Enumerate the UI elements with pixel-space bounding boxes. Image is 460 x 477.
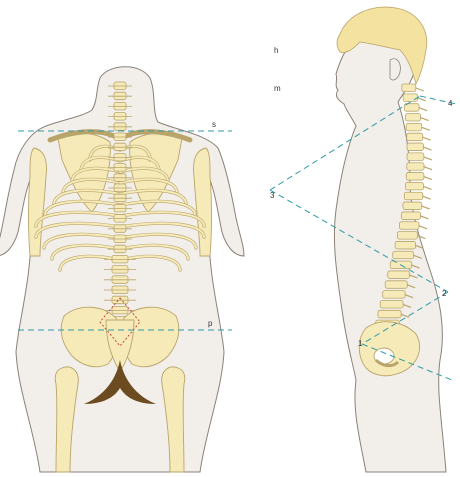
spinous-process [424,157,432,160]
spinous-process [422,127,430,130]
side-vertebra [397,232,417,240]
label-p: p [208,319,213,328]
label-s: s [212,120,216,129]
spinous-process [421,118,429,121]
side-vertebra [406,123,422,131]
spinous-process [423,186,431,189]
side-vertebra [388,271,410,279]
label-m: m [274,84,281,93]
side-vertebra [407,143,423,151]
spinous-process [423,137,431,140]
side-body-silhouette [334,19,446,472]
label-1: 1 [358,339,363,348]
side-vertebra [402,84,416,92]
side-vertebra [403,202,422,210]
label-2: 2 [442,289,447,298]
label-3: 3 [270,191,275,200]
side-vertebra [385,281,407,289]
side-vertebra [380,300,403,308]
side-vertebra [407,133,423,141]
side-vertebra [395,241,415,249]
spinous-process [421,216,429,219]
spinous-process [424,167,432,170]
side-vertebra [407,163,424,171]
side-vertebra [403,94,417,102]
spinous-process [422,206,430,209]
spinous-process [419,108,427,111]
side-vertebra [399,222,419,230]
back-view-figure: s p [0,67,244,472]
label-4: 4 [448,99,453,108]
spinous-process [419,226,427,229]
side-vertebra [407,153,424,161]
side-vertebra [378,310,401,318]
spinous-process [418,98,426,101]
side-vertebra [393,251,414,259]
spinous-process [423,147,431,150]
spinous-process [423,196,431,199]
side-view-figure: h m 3 4 2 1 [270,7,456,472]
side-vertebra [406,173,424,181]
spinous-process [424,177,432,180]
side-vertebra [405,114,420,122]
label-h: h [274,46,278,55]
side-vertebra [401,212,420,220]
side-vertebra [405,182,423,190]
spinous-process [416,88,424,91]
side-vertebra [383,291,405,299]
side-vertebra [404,192,422,200]
